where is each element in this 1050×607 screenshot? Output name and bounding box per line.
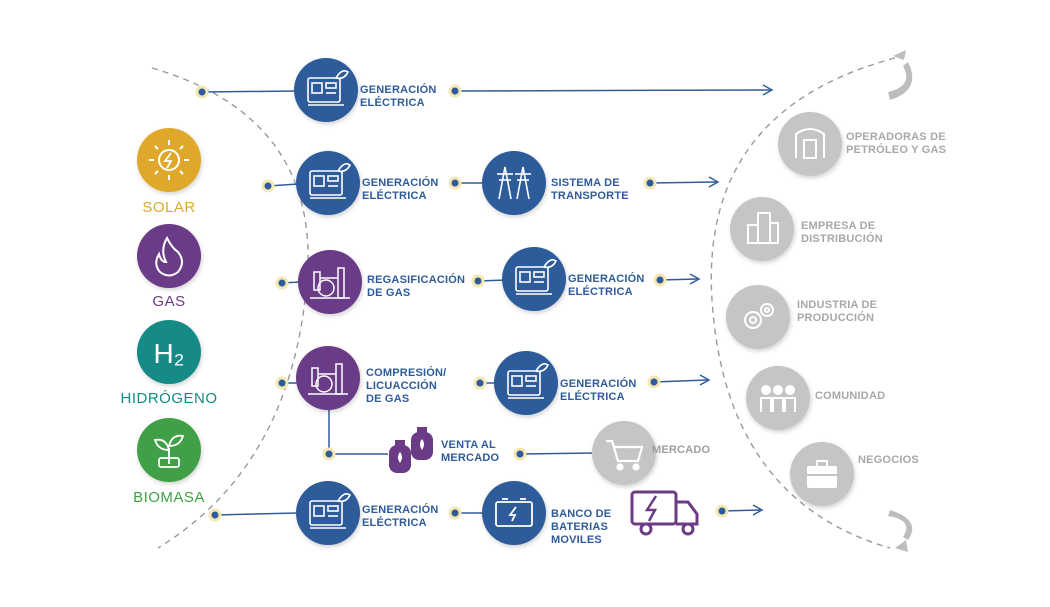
cart-icon <box>606 439 644 471</box>
consumer-node-3 <box>746 366 810 430</box>
consumer-node-2 <box>726 285 790 349</box>
source-label-biomass: BIOMASA <box>133 489 205 506</box>
oil-rig-icon <box>795 128 825 159</box>
source-gas <box>137 224 201 288</box>
node-generation-5 <box>296 481 360 545</box>
generator-icon <box>507 363 550 399</box>
node-regasification <box>298 250 362 314</box>
compression-plant-icon <box>308 363 348 395</box>
label-venta: VENTA AL MERCADO <box>441 439 500 464</box>
power-tower-icon <box>497 166 531 200</box>
briefcase-icon <box>807 460 837 488</box>
source-hydrogen <box>137 320 201 384</box>
cycle-arrow-top-icon <box>888 50 913 100</box>
gears-icon <box>744 303 774 329</box>
sprout-icon <box>153 434 185 468</box>
buildings-icon <box>747 212 779 244</box>
battery-icon <box>495 498 533 527</box>
connector-lines <box>201 84 774 516</box>
consumer-label-comunidad: COMUNIDAD <box>815 390 886 402</box>
electric-truck-icon <box>630 490 699 536</box>
node-compression <box>296 346 360 410</box>
label-generation-3: GENERACIÓN ELÉCTRICA <box>568 273 645 298</box>
regas-plant-icon <box>310 267 350 299</box>
node-battery <box>482 481 546 545</box>
sun-icon <box>149 140 189 180</box>
label-compression: COMPRESIÓN/ LICUACCIÓN DE GAS <box>366 367 447 405</box>
node-transport <box>482 151 546 215</box>
cycle-arrow-bottom-icon <box>888 510 913 552</box>
right-boundary-arc <box>710 57 896 549</box>
node-generation-1 <box>294 58 358 122</box>
label-generation-4: GENERACIÓN ELÉCTRICA <box>560 378 637 403</box>
consumer-label-distribucion: EMPRESA DE DISTRIBUCIÓN <box>801 220 883 245</box>
consumer-label-industria: INDUSTRIA DE PRODUCCIÓN <box>797 299 878 324</box>
source-solar <box>137 128 201 192</box>
shopping-cart-node <box>592 421 656 485</box>
consumer-label-operadoras: OPERADORAS DE PETRÓLEO Y GAS <box>846 131 947 156</box>
node-generation-2 <box>296 151 360 215</box>
generator-icon <box>309 163 352 199</box>
label-battery: BANCO DE BATERIAS MOVILES <box>551 508 612 546</box>
source-label-solar: SOLAR <box>142 199 196 216</box>
generator-icon <box>309 493 352 529</box>
consumer-node-0 <box>778 112 842 176</box>
flame-icon <box>155 235 183 277</box>
h2-icon: H₂ <box>153 338 184 369</box>
generator-icon <box>307 70 350 106</box>
gas-cylinders-icon <box>389 427 433 473</box>
generator-icon <box>515 259 558 295</box>
consumer-node-4 <box>790 442 854 506</box>
source-label-gas: GAS <box>152 293 186 310</box>
label-generation-2: GENERACIÓN ELÉCTRICA <box>362 177 439 202</box>
label-mercado: MERCADO <box>652 444 711 456</box>
consumer-node-1 <box>730 197 794 261</box>
label-generation-1: GENERACIÓN ELÉCTRICA <box>360 84 437 109</box>
node-generation-3 <box>502 247 566 311</box>
consumer-label-negocios: NEGOCIOS <box>858 454 919 466</box>
node-generation-4 <box>494 351 558 415</box>
label-transport: SISTEMA DE TRANSPORTE <box>551 177 629 202</box>
people-icon <box>760 385 796 412</box>
label-regasification: REGASIFICACIÓN DE GAS <box>367 274 466 299</box>
source-label-hydrogen: HIDRÓGENO <box>120 390 218 407</box>
connector-dots <box>195 84 729 522</box>
label-generation-5: GENERACIÓN ELÉCTRICA <box>362 504 439 529</box>
